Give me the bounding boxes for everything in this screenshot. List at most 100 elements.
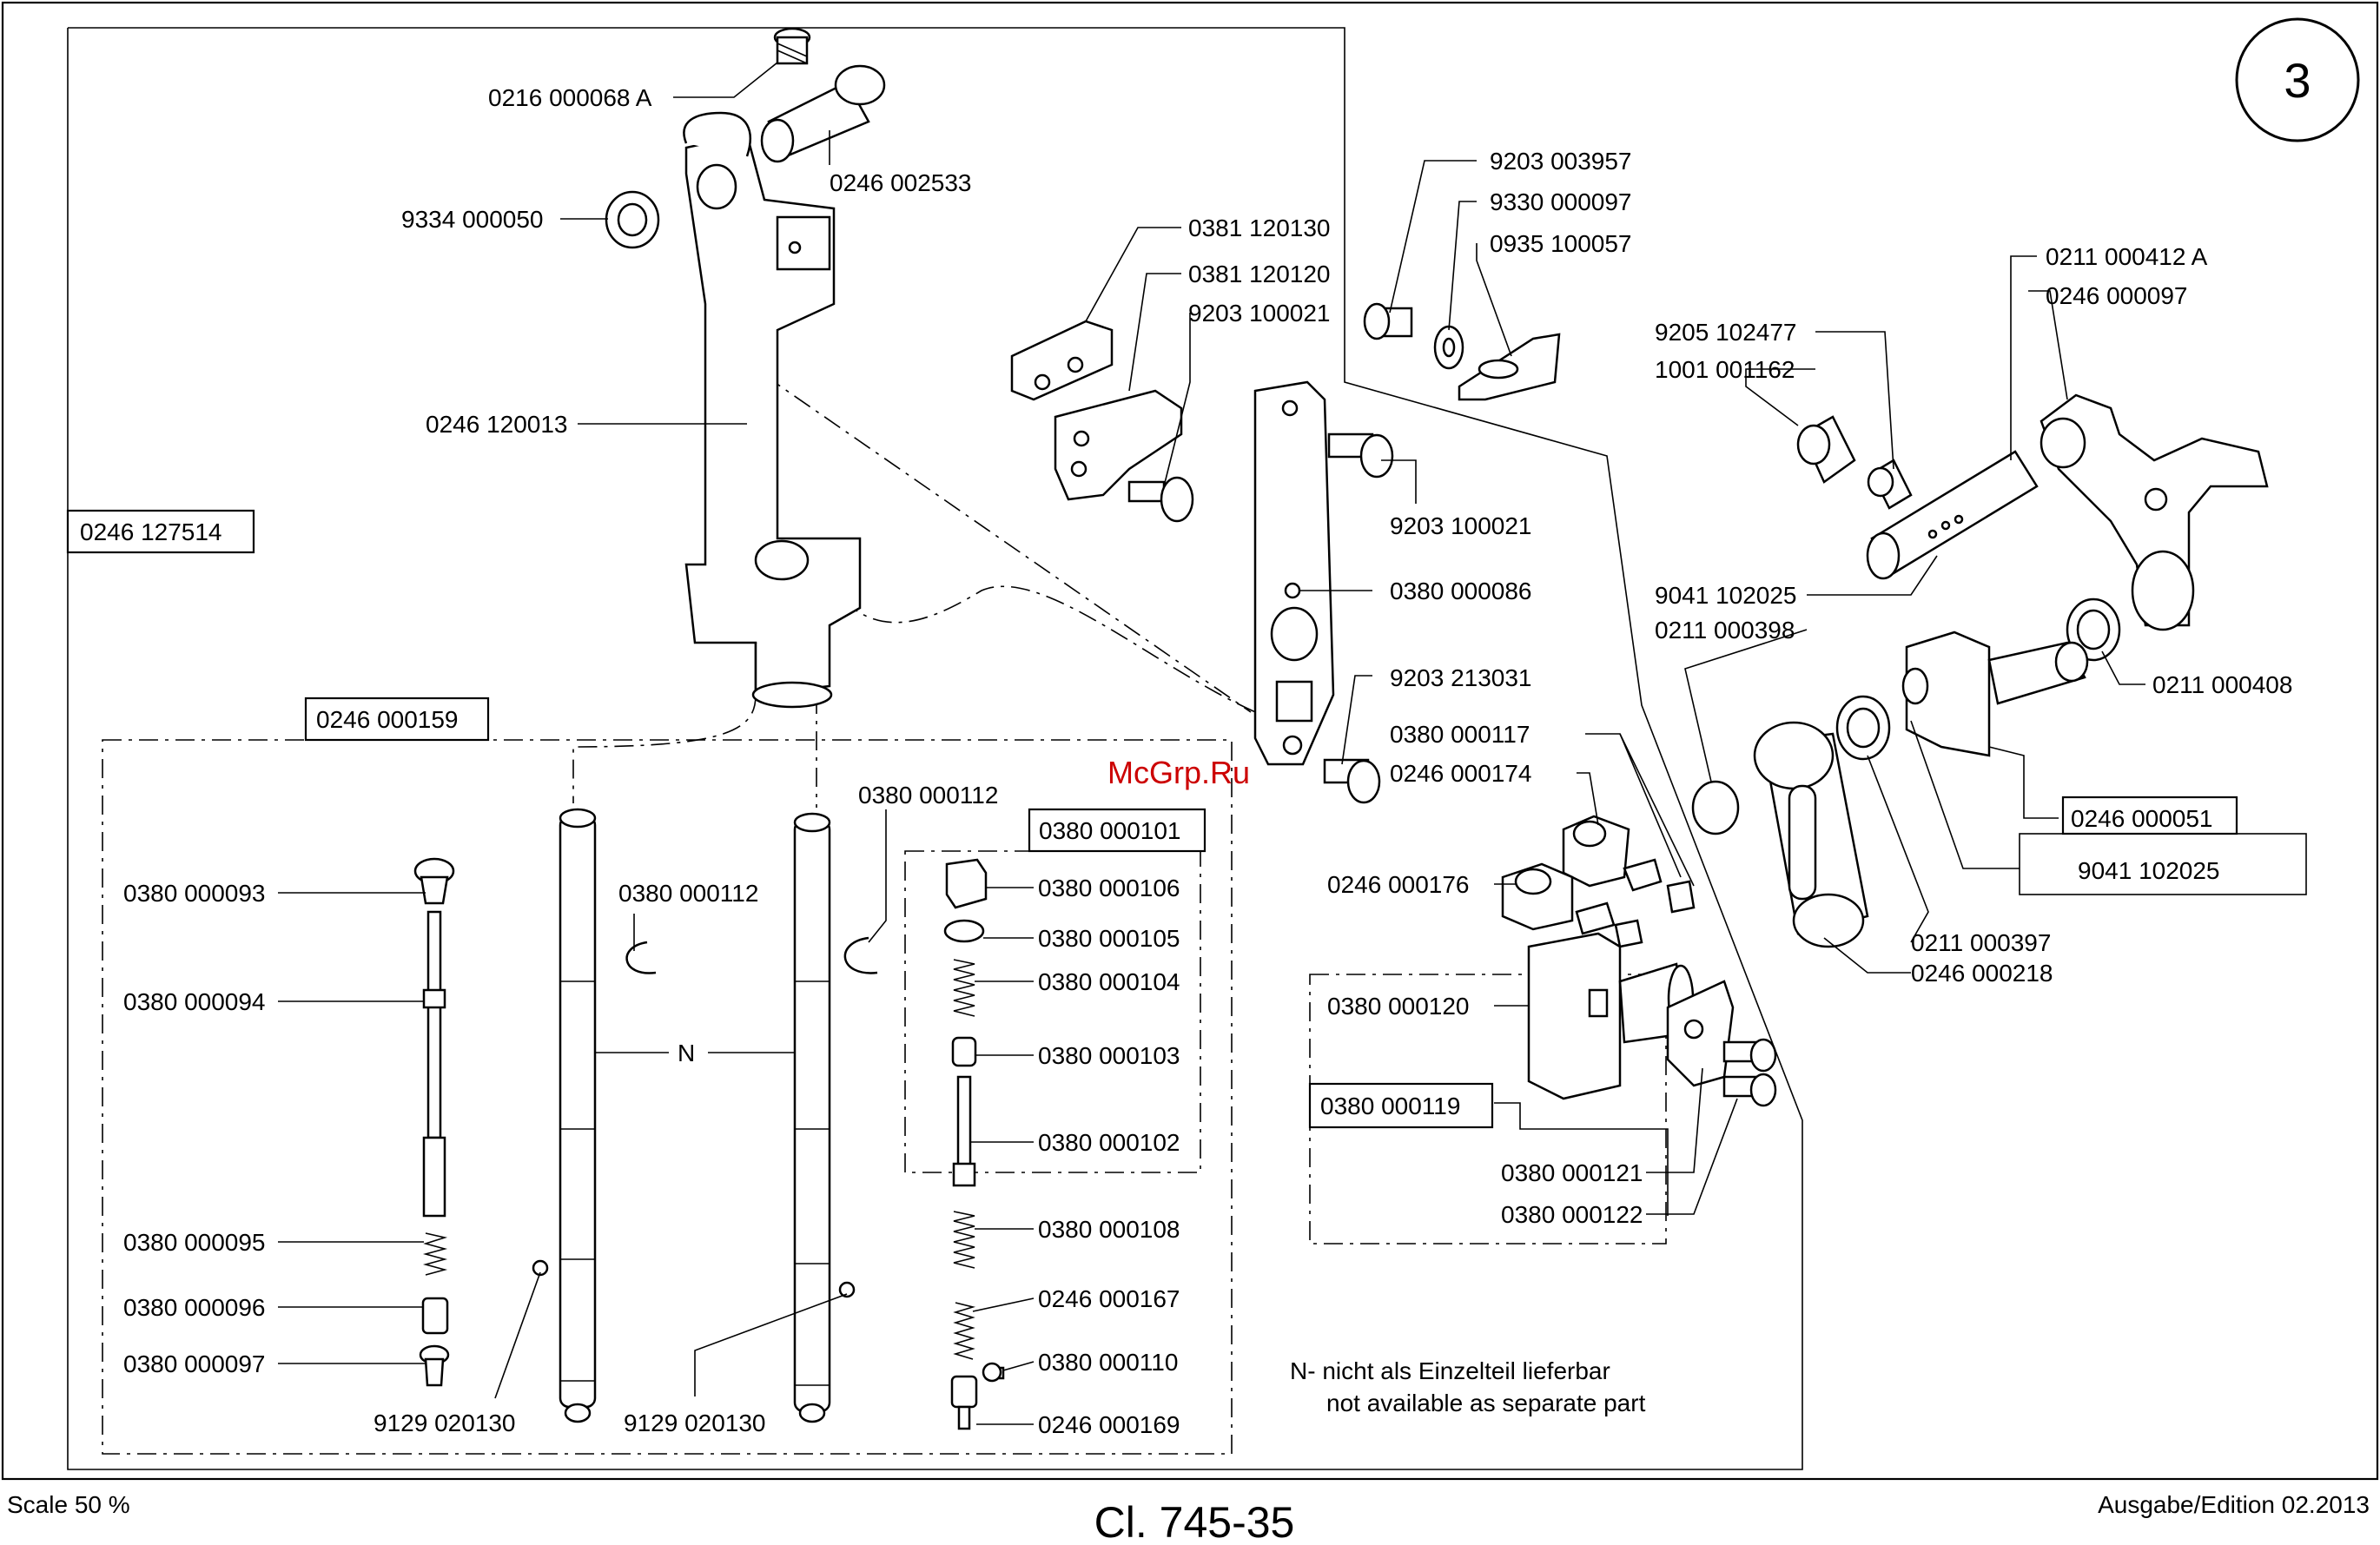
label-9041-102025-b: 9041 102025: [2078, 857, 2220, 884]
label-9330-000097: 9330 000097: [1490, 188, 1632, 215]
washer-0211-000398: [1691, 780, 1740, 835]
screw-0380-000122-a: [1722, 1038, 1777, 1073]
bar-left: [559, 808, 597, 1423]
screw-9203-213031: [1323, 758, 1381, 804]
label-0380-000096: 0380 000096: [123, 1294, 266, 1321]
bar-right: [793, 812, 831, 1423]
rod-0380-000094: [422, 910, 446, 1218]
boxed-label-0246-000159: 0246 000159: [316, 706, 459, 733]
shaft-0211-000412-a: [1866, 450, 2039, 580]
plate-0381-120120: [1054, 389, 1183, 501]
ball-9129-020130-a: [532, 1259, 549, 1277]
sleeve-0380-000096: [421, 1297, 449, 1335]
label-0380-000110: 0380 000110: [1038, 1349, 1178, 1376]
label-9205-102477: 9205 102477: [1655, 319, 1797, 346]
label-9129-020130-a: 9129 020130: [374, 1410, 516, 1436]
model-title: Cl. 745-35: [1094, 1498, 1295, 1541]
label-0380-000106: 0380 000106: [1038, 875, 1180, 901]
label-0211-000397: 0211 000397: [1911, 929, 2051, 956]
label-9203-003957: 9203 003957: [1490, 148, 1632, 175]
group-0380-000119-outline: [1309, 974, 1667, 1245]
box-0246-000159: [304, 697, 490, 742]
label-0246-000218: 0246 000218: [1911, 960, 2053, 987]
label-0380-000104: 0380 000104: [1038, 968, 1180, 995]
boxed-labels: 0246 127514 0246 000159 0380 000101 0380…: [66, 509, 2238, 1129]
label-0380-000108: 0380 000108: [1038, 1216, 1180, 1243]
label-0380-000093: 0380 000093: [123, 880, 266, 907]
group-0246-000159-outline: [102, 739, 1233, 1455]
label-1001-001162: 1001 001162: [1655, 356, 1795, 383]
box-0380-000119: [1308, 1082, 1494, 1129]
pin-0380-000097: [419, 1344, 450, 1387]
washer-9330-000097: [1433, 325, 1464, 370]
ring-0380-000112-b: [843, 936, 878, 974]
label-9203-213031: 9203 213031: [1390, 664, 1532, 691]
ball-9129-020130-b: [838, 1281, 856, 1298]
spring-0246-000167: [953, 1302, 976, 1360]
label-0380-000086: 0380 000086: [1390, 578, 1532, 604]
page-frame: [1, 1, 2379, 1481]
label-0380-000102: 0380 000102: [1038, 1129, 1180, 1156]
bearing-0211-000397: [1835, 695, 1891, 761]
label-0380-000105: 0380 000105: [1038, 925, 1180, 952]
box-0380-000101: [1028, 808, 1207, 853]
screw-0380-000110: [982, 1362, 1005, 1383]
note-line-english: not available as separate part: [1326, 1390, 1646, 1416]
label-0246-002533: 0246 002533: [830, 169, 972, 196]
edition-label: Ausgabe/Edition 02.2013: [2098, 1491, 2370, 1518]
label-9203-100021-a: 9203 100021: [1188, 300, 1331, 327]
assembly-link-line: [764, 374, 1252, 713]
screw-9203-100021-b: [1327, 432, 1394, 479]
assembly-link-curve: [842, 585, 1260, 715]
bracket-0935-100057: [1458, 333, 1561, 401]
assembly-outline: [67, 27, 1803, 1470]
label-0216-000068-a: 0216 000068 A: [488, 84, 652, 111]
label-0380-000103: 0380 000103: [1038, 1042, 1180, 1069]
label-9334-000050: 9334 000050: [401, 206, 544, 233]
pin-0246-000169: [950, 1375, 978, 1430]
label-9041-102025-a: 9041 102025: [1655, 582, 1797, 609]
spring-0380-000104: [953, 959, 975, 1017]
label-0380-000112-a: 0380 000112: [618, 880, 758, 907]
label-9203-100021-b: 9203 100021: [1390, 512, 1532, 539]
watermark: McGrp.Ru: [1107, 755, 1250, 790]
label-0380-000095: 0380 000095: [123, 1229, 266, 1256]
note-line-german: N- nicht als Einzelteil lieferbar: [1290, 1357, 1610, 1384]
sleeve-1001-001162: [1867, 459, 1913, 510]
link-0246-000218: [1753, 721, 1869, 948]
plate-0380-000086: [1253, 380, 1335, 766]
label-0380-000117: 0380 000117: [1390, 721, 1530, 748]
label-0246-000174: 0246 000174: [1390, 760, 1532, 787]
label-0935-100057: 0935 100057: [1490, 230, 1632, 257]
screw-0380-000093: [413, 857, 455, 905]
label-0380-000120: 0380 000120: [1327, 993, 1470, 1020]
label-0380-000122: 0380 000122: [1501, 1201, 1643, 1228]
screw-0216-000068-a: [773, 27, 811, 65]
boxed-label-0380-000119: 0380 000119: [1320, 1093, 1460, 1119]
leader-lines: [278, 62, 2145, 1425]
label-0246-000169: 0246 000169: [1038, 1411, 1180, 1438]
boxed-label-0246-000051: 0246 000051: [2071, 805, 2213, 832]
bearing-0211-000408: [2066, 598, 2121, 662]
part-labels: 0216 000068 A 0246 002533 9334 000050 02…: [123, 84, 2292, 1438]
label-0380-000121: 0380 000121: [1501, 1159, 1643, 1186]
assembly-link-down: [572, 694, 817, 808]
label-0246-000176: 0246 000176: [1327, 871, 1470, 898]
spring-0380-000095: [422, 1232, 448, 1276]
label-0381-120130: 0381 120130: [1188, 215, 1331, 241]
scale-label: Scale 50 %: [7, 1491, 130, 1518]
screw-0380-000122-b: [1722, 1073, 1777, 1107]
label-0246-000167: 0246 000167: [1038, 1285, 1180, 1312]
label-0380-000112-b: 0380 000112: [858, 782, 998, 809]
bushing-9205-102477: [1796, 415, 1856, 484]
label-n-marker: N: [678, 1040, 695, 1066]
screw-9203-100021-a: [1127, 476, 1194, 523]
sleeve-0380-000103: [951, 1036, 977, 1067]
screw-9203-003957: [1363, 302, 1413, 340]
bracket-0246-120013: [683, 111, 862, 709]
box-0246-000051: [2061, 796, 2238, 835]
label-0211-000408: 0211 000408: [2152, 671, 2292, 698]
label-0246-000097: 0246 000097: [2046, 282, 2188, 309]
